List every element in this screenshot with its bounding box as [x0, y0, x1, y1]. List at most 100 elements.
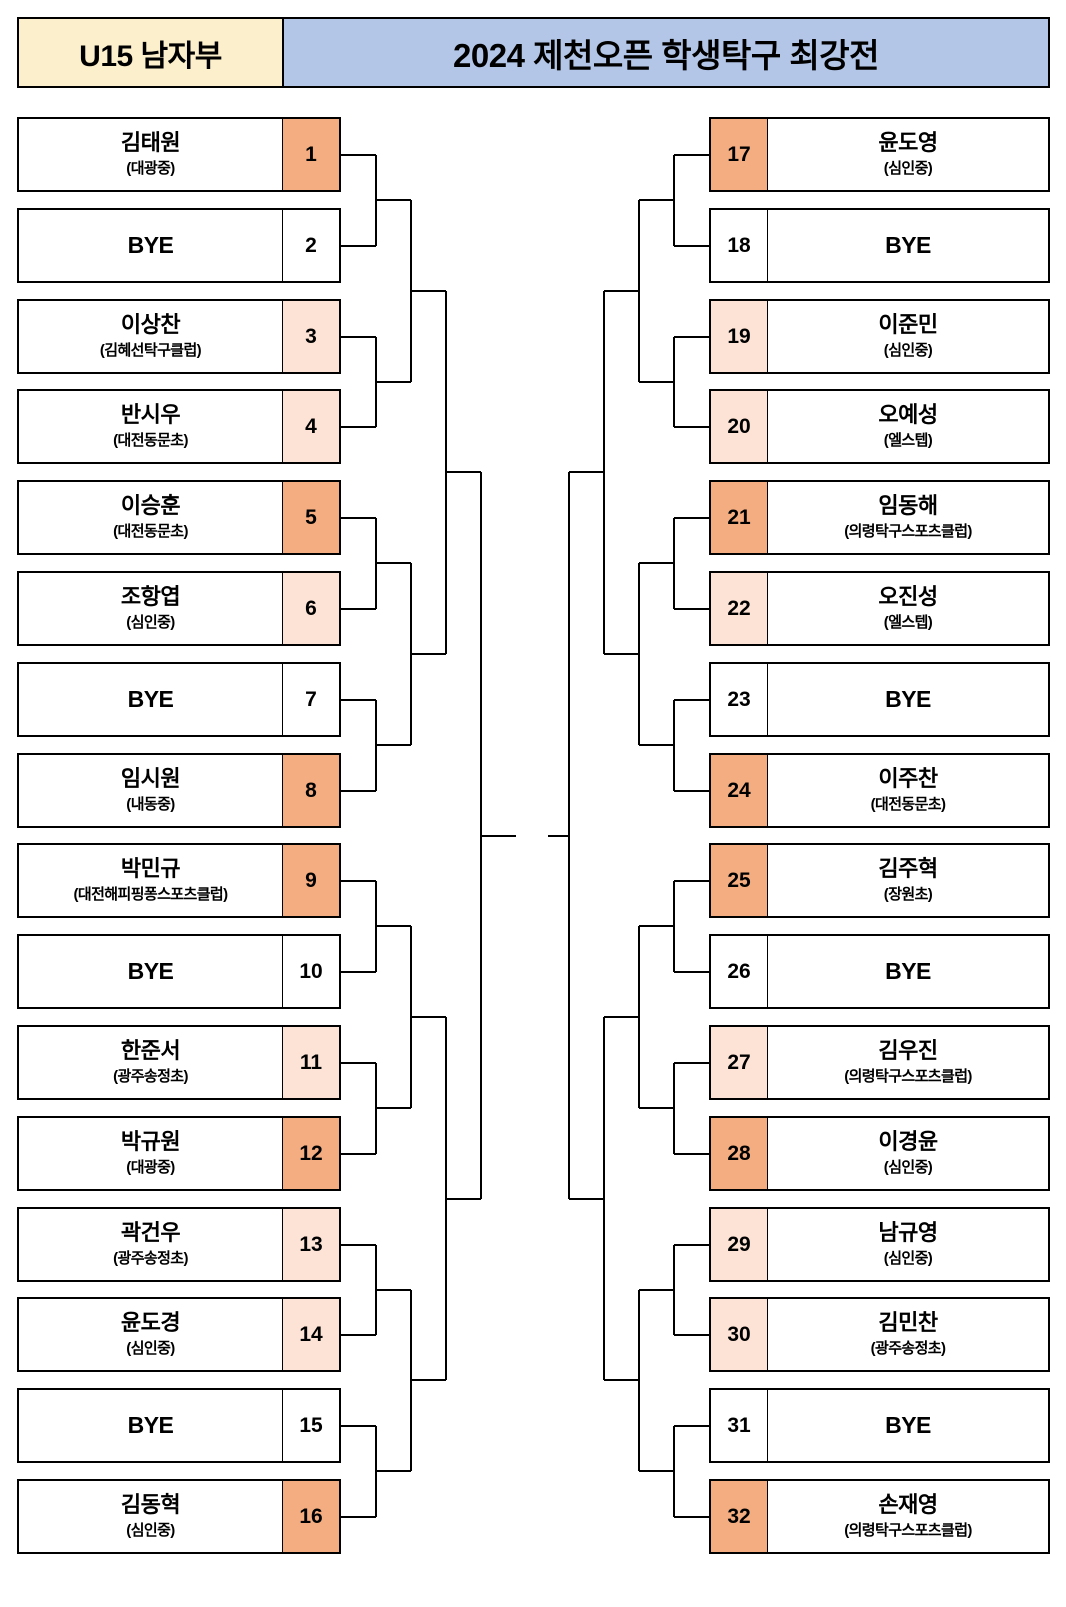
connector-bridge	[638, 200, 640, 382]
player-club: (심인중)	[883, 1159, 933, 1177]
player-name: 박규원	[120, 1129, 181, 1155]
seed-number: 26	[711, 936, 768, 1007]
seed-number: 25	[711, 845, 768, 916]
connector-stub	[569, 1197, 604, 1200]
connector-bridge	[638, 1289, 640, 1471]
connector-stub	[674, 1243, 709, 1246]
connector-final-left	[481, 834, 516, 837]
connector-stub	[341, 1515, 376, 1518]
player-info: 오예성(엘스텝)	[768, 391, 1048, 462]
seed-number: 7	[282, 664, 339, 735]
seed-number: 12	[282, 1118, 339, 1189]
seed-number: 1	[282, 119, 339, 190]
player-info: 김주혁(장원초)	[768, 845, 1048, 916]
player-club: (심인중)	[883, 160, 933, 178]
connector-stub	[411, 1379, 446, 1382]
connector-stub	[674, 970, 709, 973]
player-club: (심인중)	[126, 1340, 175, 1358]
player-name: 조항엽	[120, 584, 181, 610]
player-club: (대전해피핑퐁스포츠클럽)	[73, 886, 229, 904]
connector-bridge	[638, 563, 640, 745]
seed-number: 9	[282, 845, 339, 916]
bye-label: BYE	[885, 958, 931, 985]
player-info: 남규영 (심인중)	[768, 1209, 1048, 1280]
player-name: 김민찬	[878, 1310, 938, 1336]
player-name: 김우진	[878, 1038, 938, 1064]
player-info: 이준민(심인중)	[768, 301, 1048, 372]
connector-stub	[376, 1288, 411, 1291]
player-club: (대전동문초)	[113, 523, 188, 541]
connector-stub	[604, 653, 639, 655]
player-info: 조항엽(심인중)	[19, 573, 282, 644]
connector-stub	[604, 1016, 639, 1018]
connector-stub	[639, 744, 674, 746]
player-info: BYE	[768, 664, 1048, 735]
player-club: (심인중)	[883, 1250, 933, 1268]
connector-bridge	[673, 1425, 675, 1517]
player-name: 박민규	[120, 856, 181, 882]
connector-stub	[341, 789, 376, 792]
player-name: 이준민	[878, 312, 938, 338]
connector-stub	[341, 1152, 376, 1155]
player-info: BYE	[768, 936, 1048, 1007]
connector-stub	[341, 425, 376, 428]
connector-bridge	[603, 1017, 605, 1381]
connector-stub	[411, 289, 446, 292]
player-slot[interactable]: 9 박민규 (대전해피핑퐁스포츠클럽)	[17, 843, 341, 918]
player-club: (엘스텝)	[883, 432, 933, 450]
connector-stub	[411, 1016, 446, 1018]
connector-stub	[569, 471, 604, 474]
connector-stub	[674, 1424, 709, 1427]
connector-stub	[341, 1424, 376, 1427]
seed-number: 30	[711, 1299, 768, 1370]
player-slot[interactable]: 26 BYE	[709, 934, 1050, 1009]
connector-stub	[341, 153, 376, 156]
player-name: 오진성	[878, 584, 938, 610]
connector-stub	[446, 1197, 481, 1200]
seed-number: 11	[282, 1027, 339, 1098]
seed-number: 8	[282, 755, 339, 826]
player-club: (내동중)	[126, 796, 175, 814]
connector-bridge	[638, 926, 640, 1108]
bye-label: BYE	[127, 958, 174, 985]
connector-bridge	[673, 1244, 675, 1335]
player-club: (심인중)	[126, 1522, 175, 1540]
seed-number: 2	[282, 210, 339, 281]
connector-stub	[411, 653, 446, 655]
player-name: 남규영	[878, 1220, 938, 1246]
connector-bridge	[673, 699, 675, 791]
seed-number: 3	[282, 301, 339, 372]
player-club: (의령탁구스포츠클럽)	[844, 1068, 972, 1086]
connector-stub	[376, 1107, 411, 1109]
